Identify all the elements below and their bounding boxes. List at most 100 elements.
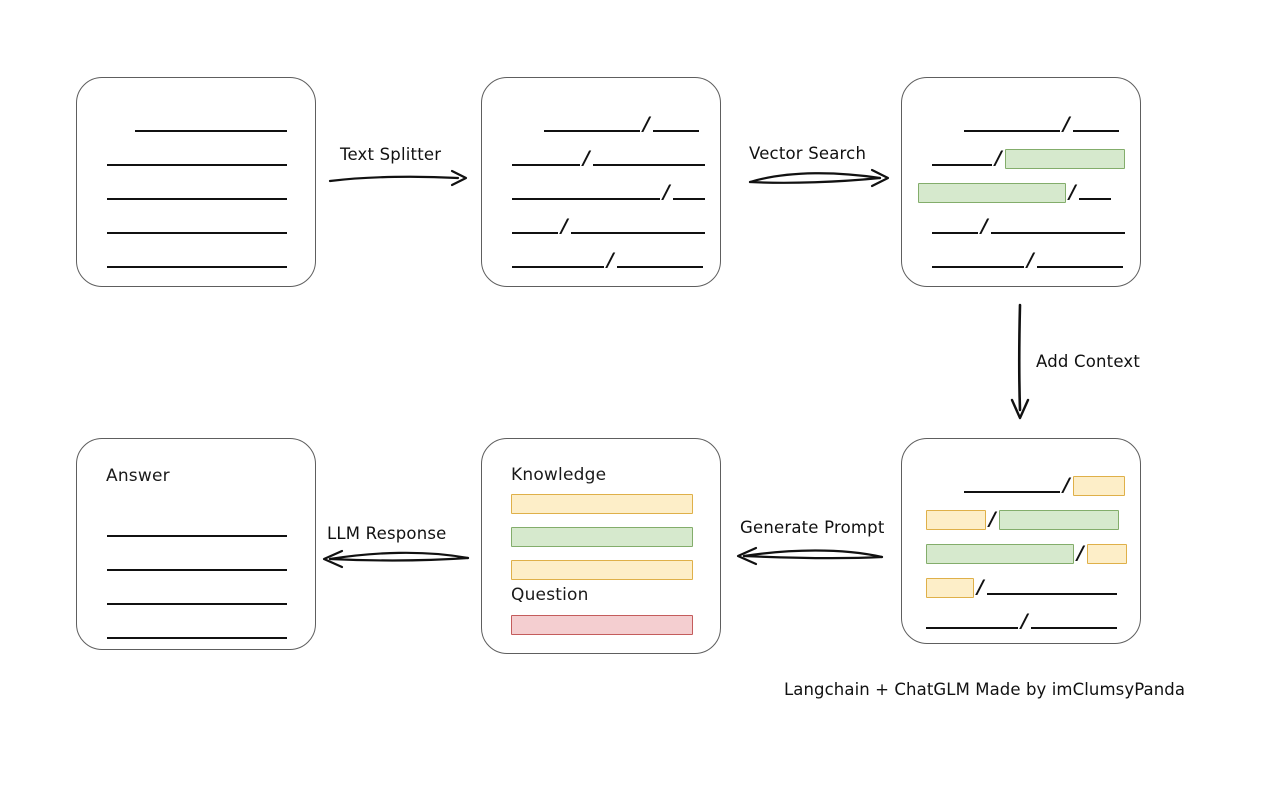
text-line-segment — [135, 130, 287, 132]
text-line-segment — [1036, 266, 1123, 268]
doc-row: / — [512, 248, 703, 271]
knowledge-heading: Knowledge — [511, 465, 607, 485]
highlight-chip-yellow — [926, 510, 986, 530]
doc-row — [107, 180, 287, 200]
text-line-segment — [926, 627, 1018, 629]
chunk-separator-slash: / — [977, 576, 984, 598]
answer-line — [107, 517, 287, 537]
chunk-separator-slash: / — [1069, 181, 1076, 203]
text-line-segment — [1072, 130, 1119, 132]
arrow-label-generate-prompt: Generate Prompt — [740, 518, 885, 537]
text-line-segment — [652, 130, 699, 132]
text-line-segment — [512, 266, 604, 268]
text-line-segment — [986, 593, 1117, 595]
node-answer[interactable]: Answer — [76, 438, 316, 650]
chunk-separator-slash: / — [643, 113, 650, 135]
text-line-segment — [1078, 198, 1111, 200]
knowledge-bar-3 — [511, 560, 693, 580]
highlight-chip-yellow — [926, 578, 974, 598]
text-line-segment — [672, 198, 705, 200]
text-line-segment — [932, 266, 1024, 268]
knowledge-bar-2 — [511, 527, 693, 547]
chunk-separator-slash: / — [989, 508, 996, 530]
answer-heading: Answer — [106, 466, 170, 486]
node-prompt[interactable]: Knowledge Question — [481, 438, 721, 654]
doc-row: / — [932, 248, 1123, 271]
text-line-segment — [1030, 627, 1117, 629]
chunk-separator-slash: / — [1063, 113, 1070, 135]
text-line-segment — [964, 491, 1060, 493]
doc-row: / — [926, 575, 1117, 598]
text-line-segment — [107, 232, 287, 234]
text-line-segment — [107, 198, 287, 200]
text-line-segment — [107, 637, 287, 639]
question-bar-1 — [511, 615, 693, 635]
chunk-separator-slash: / — [607, 249, 614, 271]
doc-row — [107, 146, 287, 166]
text-line-segment — [570, 232, 705, 234]
doc-row: / — [544, 112, 699, 135]
doc-row: / — [932, 146, 1125, 169]
doc-row: / — [512, 146, 705, 169]
answer-line — [107, 551, 287, 571]
highlight-chip-green — [1004, 149, 1125, 169]
text-line-segment — [107, 569, 287, 571]
knowledge-bar-1 — [511, 494, 693, 514]
text-line-segment — [107, 164, 287, 166]
doc-row — [107, 214, 287, 234]
node-split-chunks[interactable]: / / / / / — [481, 77, 721, 287]
answer-line — [107, 619, 287, 639]
doc-row — [135, 112, 287, 132]
arrow-vector-search — [748, 168, 890, 188]
text-line-segment — [107, 266, 287, 268]
text-line-segment — [990, 232, 1125, 234]
text-line-segment — [932, 232, 978, 234]
footer-credit: Langchain + ChatGLM Made by imClumsyPand… — [784, 680, 1186, 699]
highlight-chip-green — [918, 183, 1066, 203]
text-line-segment — [616, 266, 703, 268]
text-line-segment — [512, 164, 580, 166]
arrow-label-vector-search: Vector Search — [749, 144, 867, 163]
answer-line — [107, 585, 287, 605]
chunk-separator-slash: / — [1021, 610, 1028, 632]
arrow-llm-response — [322, 549, 470, 569]
text-line-segment — [544, 130, 640, 132]
text-line-segment — [107, 535, 287, 537]
chunk-separator-slash: / — [981, 215, 988, 237]
text-line-segment — [964, 130, 1060, 132]
arrow-label-add-context: Add Context — [1036, 352, 1141, 371]
node-context-chunks[interactable]: / / / / / — [901, 438, 1141, 644]
doc-row: / — [512, 214, 705, 237]
highlight-chip-green — [998, 510, 1119, 530]
doc-row: / — [932, 214, 1125, 237]
text-line-segment — [592, 164, 705, 166]
highlight-chip-yellow — [1072, 476, 1125, 496]
chunk-separator-slash: / — [1027, 249, 1034, 271]
text-line-segment — [107, 603, 287, 605]
doc-row: / — [512, 180, 705, 203]
text-line-segment — [932, 164, 992, 166]
chunk-separator-slash: / — [561, 215, 568, 237]
chunk-separator-slash: / — [663, 181, 670, 203]
text-line-segment — [512, 232, 558, 234]
arrow-generate-prompt — [736, 546, 884, 566]
doc-row: / — [926, 507, 1119, 530]
node-source-document[interactable] — [76, 77, 316, 287]
doc-row: / — [926, 541, 1127, 564]
chunk-separator-slash: / — [1077, 542, 1084, 564]
highlight-chip-green — [926, 544, 1074, 564]
arrow-label-llm-response: LLM Response — [327, 524, 447, 543]
arrow-label-text-splitter: Text Splitter — [340, 145, 442, 164]
doc-row: / — [964, 112, 1119, 135]
highlight-chip-yellow — [1086, 544, 1127, 564]
chunk-separator-slash: / — [583, 147, 590, 169]
node-matched-chunks[interactable]: / / / / / — [901, 77, 1141, 287]
doc-row: / — [964, 473, 1125, 496]
doc-row: / — [918, 180, 1111, 203]
question-heading: Question — [511, 585, 589, 605]
chunk-separator-slash: / — [1063, 474, 1070, 496]
chunk-separator-slash: / — [995, 147, 1002, 169]
doc-row — [107, 248, 287, 268]
arrow-text-splitter — [328, 169, 468, 187]
